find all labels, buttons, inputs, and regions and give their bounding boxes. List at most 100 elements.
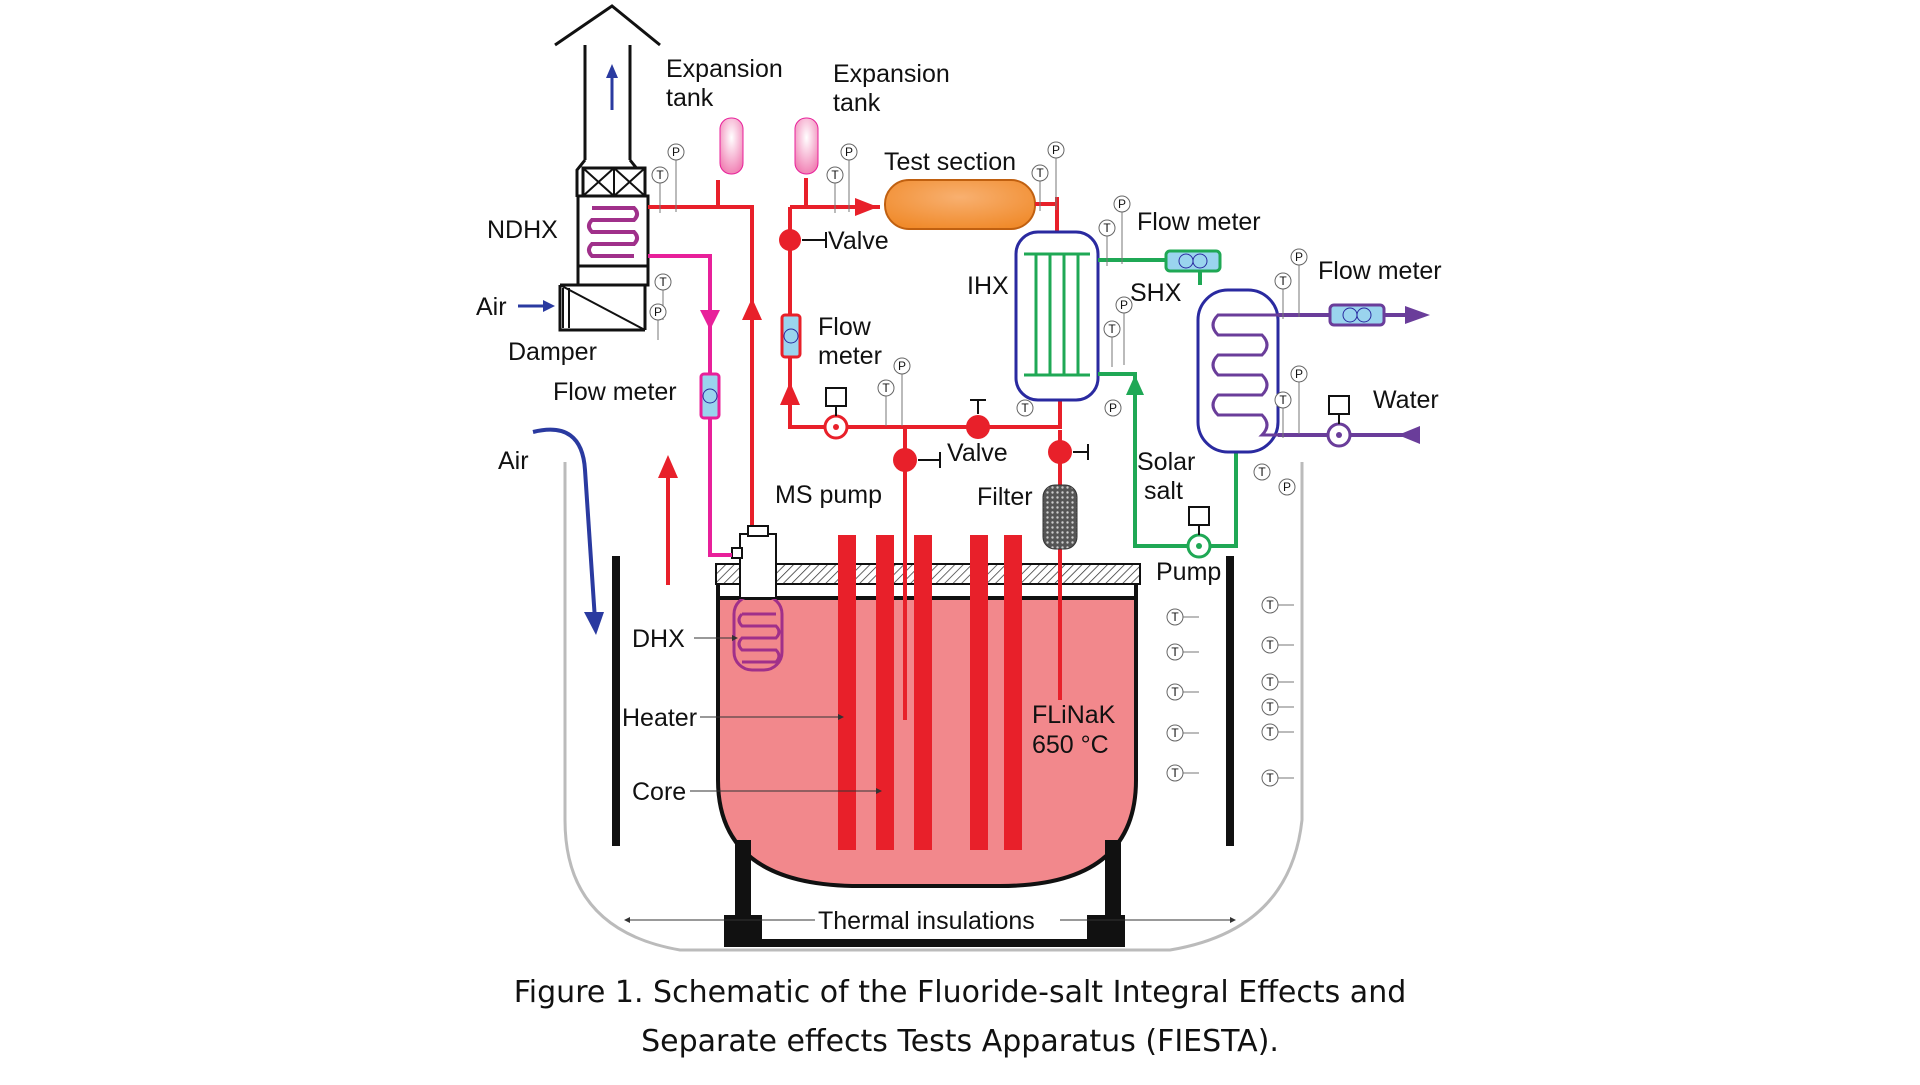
wall-thermocouple: T [1166,608,1199,626]
wall-thermocouple: T [1261,636,1294,654]
temperature-gauge: T [651,166,669,213]
label-test-section: Test section [884,148,1016,176]
temperature-gauge: T [1016,399,1034,417]
label-ms-pump: MS pump [775,481,882,509]
filter [1042,484,1078,550]
temperature-gauge-letter: T [1266,675,1274,689]
pressure-gauge: P [893,357,911,426]
label-water: Water [1373,386,1439,414]
thermal-insulation-outline [563,462,1304,952]
pressure-gauge-letter: P [1295,250,1303,264]
label-core: Core [632,778,686,806]
temperature-gauge-letter: T [1266,638,1274,652]
expansion-tank-left [719,117,744,175]
pressure-gauge-letter: P [845,145,853,159]
pressure-gauge-letter: P [1283,480,1291,494]
label-flow-meter-left: Flow meter [553,378,677,406]
label-pump: Pump [1156,558,1221,586]
heater-rod [838,535,856,850]
pressure-gauge-letter: P [898,359,906,373]
label-ihx: IHX [967,272,1009,300]
test-section [884,179,1036,230]
valve-top[interactable] [779,229,801,251]
temperature-gauge-letter: T [1171,610,1179,624]
pressure-gauge: P [667,143,685,212]
pressure-gauge-letter: P [1120,298,1128,312]
label-filter: Filter [977,483,1033,511]
pressure-gauge: P [1290,365,1308,434]
label-air-inlet: Air [476,293,507,321]
core-rod [970,535,988,850]
temperature-gauge: T [1274,391,1292,438]
pressure-gauge-letter: P [1052,143,1060,157]
label-salt-name: FLiNaK [1032,701,1116,729]
temperature-gauge-letter: T [1266,771,1274,785]
temperature-gauge-letter: T [1171,766,1179,780]
temperature-gauge-letter: T [1036,166,1044,180]
vessel-support-left [735,840,751,935]
temperature-gauge-letter: T [1266,700,1274,714]
label-ndhx: NDHX [487,216,558,244]
label-shx: SHX [1130,279,1182,307]
wall-thermocouple: T [1166,764,1199,782]
valve-ms-pump[interactable] [893,448,917,472]
damper [558,285,645,332]
temperature-gauge-letter: T [1279,393,1287,407]
temperature-gauge-letter: T [656,168,664,182]
temperature-gauge: T [1103,320,1121,367]
ndhx-coil [587,206,639,258]
core-rod [876,535,894,850]
label-flow-meter-far-right: Flow meter [1318,257,1442,285]
label-expansion-tank-left-1: Expansion [666,55,783,83]
pressure-gauge: P [1104,399,1122,417]
pressure-gauge-letter: P [1118,197,1126,211]
wall-thermocouple: T [1261,596,1294,614]
figure-caption-line2: Separate effects Tests Apparatus (FIESTA… [641,1024,1279,1059]
temperature-gauge-letter: T [1171,645,1179,659]
vessel-support-right [1105,840,1121,935]
pressure-gauge-letter: P [672,145,680,159]
figure-caption-line1: Figure 1. Schematic of the Fluoride-salt… [513,975,1407,1010]
pressure-gauge: P [1278,478,1296,496]
valve-mid[interactable] [966,415,990,439]
label-expansion-tank-right-2: tank [833,89,881,117]
temperature-gauge: T [1031,164,1049,211]
temperature-gauge: T [1098,219,1116,266]
wall-thermocouple: T [1261,673,1294,691]
temperature-gauge-letter: T [1266,725,1274,739]
wall-thermocouple: T [1166,643,1199,661]
wall-thermocouple: T [1261,769,1294,787]
core-rod [1004,535,1022,850]
temperature-gauge-letter: T [1103,221,1111,235]
pressure-gauge: P [840,143,858,212]
temperature-gauge-letter: T [1279,274,1287,288]
temperature-gauge-letter: T [882,381,890,395]
wall-thermocouple: T [1166,683,1199,701]
dhx-coil [737,612,781,664]
label-expansion-tank-left-2: tank [666,84,714,112]
label-salt-temp: 650 °C [1032,731,1109,759]
temperature-gauge: T [1274,272,1292,319]
air-downflow-arrow [532,427,597,621]
temperature-gauge-letter: T [1108,322,1116,336]
label-solar-salt-2: salt [1144,477,1183,505]
temperature-gauge: T [1253,463,1271,481]
pressure-gauge: P [649,303,667,340]
pressure-gauge-letter: P [1295,367,1303,381]
label-flow-meter-mid-2: meter [818,342,882,370]
temperature-gauge-letter: T [1171,685,1179,699]
temperature-gauge-letter: T [1171,726,1179,740]
temperature-gauge: T [826,166,844,213]
label-flow-meter-mid-1: Flow [818,313,872,341]
pressure-gauge-letter: P [654,305,662,319]
wall-thermocouple: T [1261,723,1294,741]
wall-thermocouple: T [1166,724,1199,742]
valve-filter[interactable] [1048,440,1072,464]
temperature-gauge-letter: T [831,168,839,182]
pressure-gauge: P [1290,248,1308,317]
pressure-gauge: P [1115,296,1133,365]
expansion-tank-right [794,117,819,175]
